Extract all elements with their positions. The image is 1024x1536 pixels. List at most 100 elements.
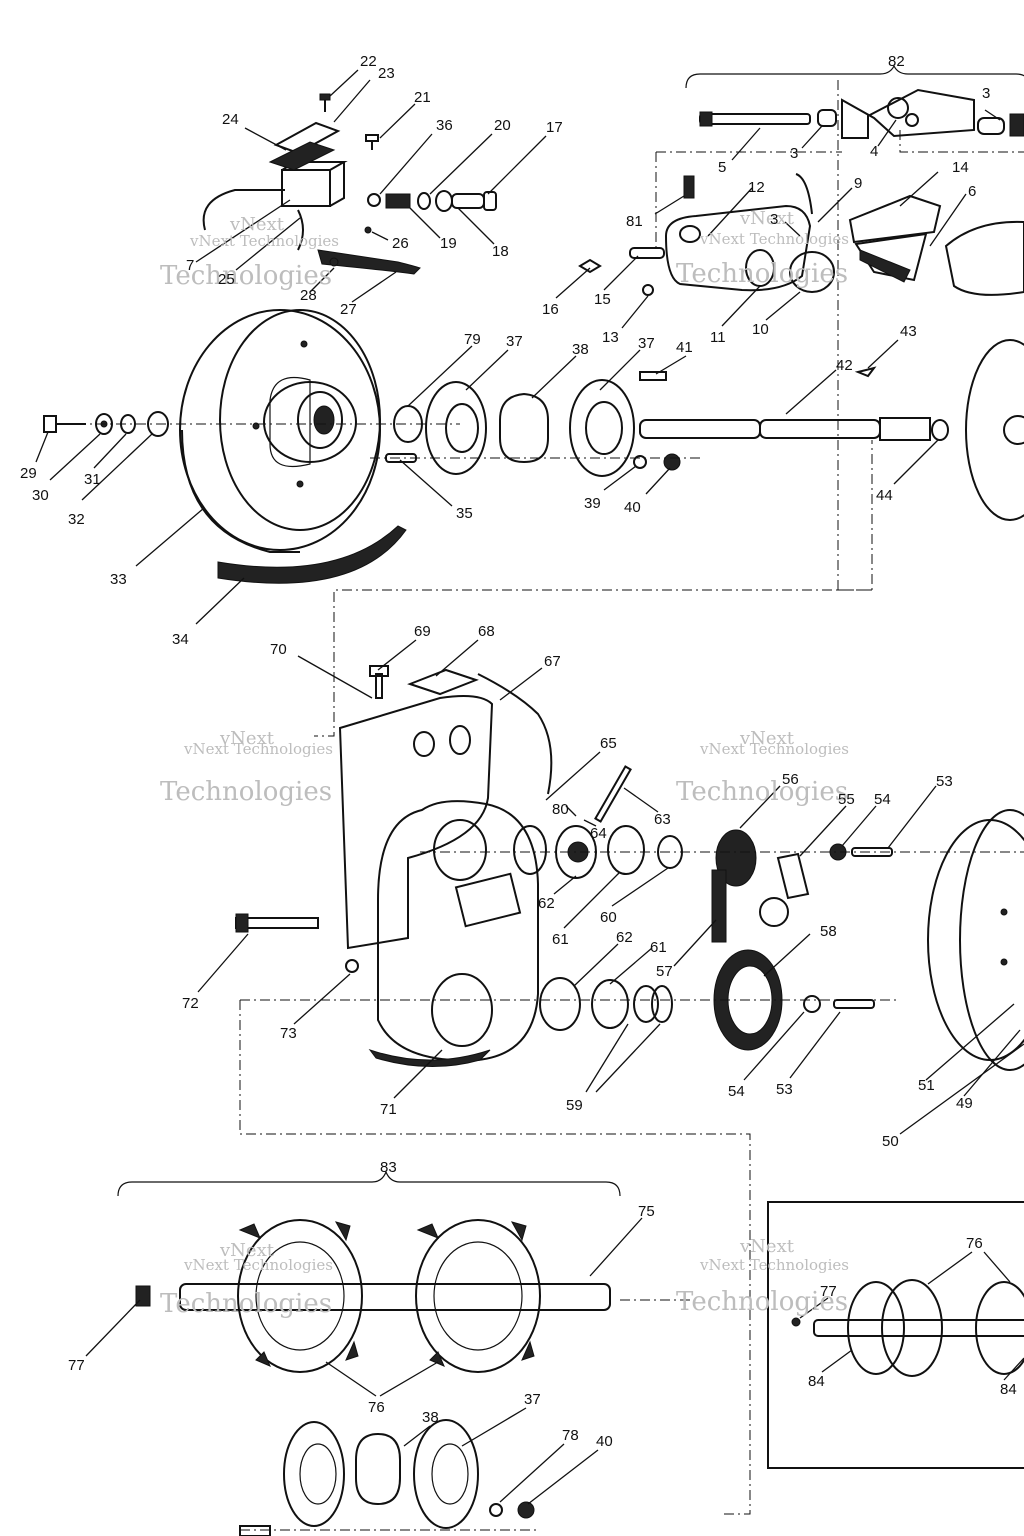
callout-label: 12	[748, 179, 765, 196]
callout-label: 53	[776, 1081, 793, 1098]
callout-label: 37	[506, 333, 523, 350]
drive-sprocket-right	[927, 809, 1024, 1071]
linkage-lines-lower	[239, 1000, 751, 1515]
callout-label: 15	[594, 291, 611, 308]
callout-label: 16	[542, 301, 559, 318]
callout-label: 63	[654, 811, 671, 828]
watermarks: vNext vNext Technologies Technologies vN…	[160, 208, 849, 1319]
callout-label: 37	[524, 1391, 541, 1408]
watermark-text: vNext Technologies	[699, 740, 849, 758]
callout-label: 26	[392, 235, 409, 252]
callout-label: 77	[68, 1357, 85, 1374]
inset-drive-shaft	[791, 1279, 1024, 1377]
watermark-text: Technologies	[160, 777, 332, 807]
linkage-lines-mid	[314, 589, 872, 737]
callout-label: 30	[32, 487, 49, 504]
callout-label: 33	[110, 571, 127, 588]
watermark-text: vNext	[229, 214, 285, 235]
callout-label: 75	[638, 1203, 655, 1220]
callout-label: 5	[718, 159, 726, 176]
callout-label: 71	[380, 1101, 397, 1118]
callout-label: 17	[546, 119, 563, 136]
callout-label: 23	[378, 65, 395, 82]
callout-label: 28	[300, 287, 317, 304]
watermark-text: Technologies	[676, 777, 848, 807]
callout-label: 62	[616, 929, 633, 946]
callout-label: 24	[222, 111, 239, 128]
callout-label: 18	[492, 243, 509, 260]
callout-label: 42	[836, 357, 853, 374]
watermark-text: vNext Technologies	[699, 1256, 849, 1274]
callout-label: 70	[270, 641, 287, 658]
callout-label: 62	[538, 895, 555, 912]
bracket-83	[117, 1170, 621, 1197]
jackshaft-assembly	[370, 339, 1024, 521]
group-label-82: 82	[888, 53, 905, 70]
callout-label: 41	[676, 339, 693, 356]
callout-label: 67	[544, 653, 561, 670]
group-label-83: 83	[380, 1159, 397, 1176]
callout-label: 53	[936, 773, 953, 790]
callout-label: 40	[624, 499, 641, 516]
callout-label: 36	[436, 117, 453, 134]
callout-label: 55	[838, 791, 855, 808]
chaincase-assembly	[235, 665, 632, 1068]
callout-label: 3	[790, 145, 798, 162]
callout-label: 22	[360, 53, 377, 70]
callout-label: 29	[20, 465, 37, 482]
linkage-lines-upper	[655, 80, 1024, 591]
watermark-text: vNext Technologies	[183, 1256, 333, 1274]
callout-label: 3	[770, 211, 778, 228]
callout-label: 13	[602, 329, 619, 346]
callout-label: 78	[562, 1427, 579, 1444]
callout-label: 76	[368, 1399, 385, 1416]
brake-caliper-assembly	[578, 64, 1024, 296]
watermark-text: vNext	[219, 728, 275, 749]
sheave-fasteners	[43, 411, 460, 437]
drive-sheave	[179, 309, 381, 553]
inset-frame	[767, 1201, 1024, 1469]
callout-label: 54	[728, 1083, 745, 1100]
brake-master-cylinder-assembly	[202, 93, 497, 275]
callout-label: 11	[710, 329, 726, 346]
callout-label: 19	[440, 235, 457, 252]
callout-label: 54	[874, 791, 891, 808]
callout-label: 31	[84, 471, 101, 488]
callout-labels: 22 23 21 24 36 20 17 7 25 26 19 18 28 27…	[20, 53, 1017, 1450]
callout-label: 81	[626, 213, 643, 230]
callout-label: 43	[900, 323, 917, 340]
watermark-text: vNext	[739, 728, 795, 749]
callout-label: 35	[456, 505, 473, 522]
callout-label: 6	[968, 183, 976, 200]
callout-label: 57	[656, 963, 673, 980]
callout-label: 9	[854, 175, 862, 192]
callout-label: 77	[820, 1283, 837, 1300]
callout-label: 69	[414, 623, 431, 640]
callout-label: 51	[918, 1077, 935, 1094]
bearing-flange-lower	[239, 1419, 540, 1536]
callout-label: 37	[638, 335, 655, 352]
callout-label: 58	[820, 923, 837, 940]
watermark-text: vNext	[219, 1240, 275, 1261]
callout-label: 14	[952, 159, 969, 176]
callout-label: 61	[650, 939, 667, 956]
callout-label: 20	[494, 117, 511, 134]
callout-label: 61	[552, 931, 569, 948]
drive-belt	[217, 525, 407, 584]
watermark-text: vNext	[739, 1236, 795, 1257]
callout-label: 64	[590, 825, 607, 842]
callout-label: 84	[808, 1373, 825, 1390]
callout-label: 49	[956, 1095, 973, 1112]
watermark-text: vNext Technologies	[699, 230, 849, 248]
callout-label: 21	[414, 89, 431, 106]
callout-label: 79	[464, 331, 481, 348]
callout-label: 27	[340, 301, 357, 318]
watermark-text: vNext Technologies	[183, 740, 333, 758]
watermark-text: Technologies	[160, 261, 332, 291]
callout-label: 84	[1000, 1381, 1017, 1398]
callout-label: 56	[782, 771, 799, 788]
callout-label: 38	[572, 341, 589, 358]
callout-label: 38	[422, 1409, 439, 1426]
callout-label: 10	[752, 321, 769, 338]
